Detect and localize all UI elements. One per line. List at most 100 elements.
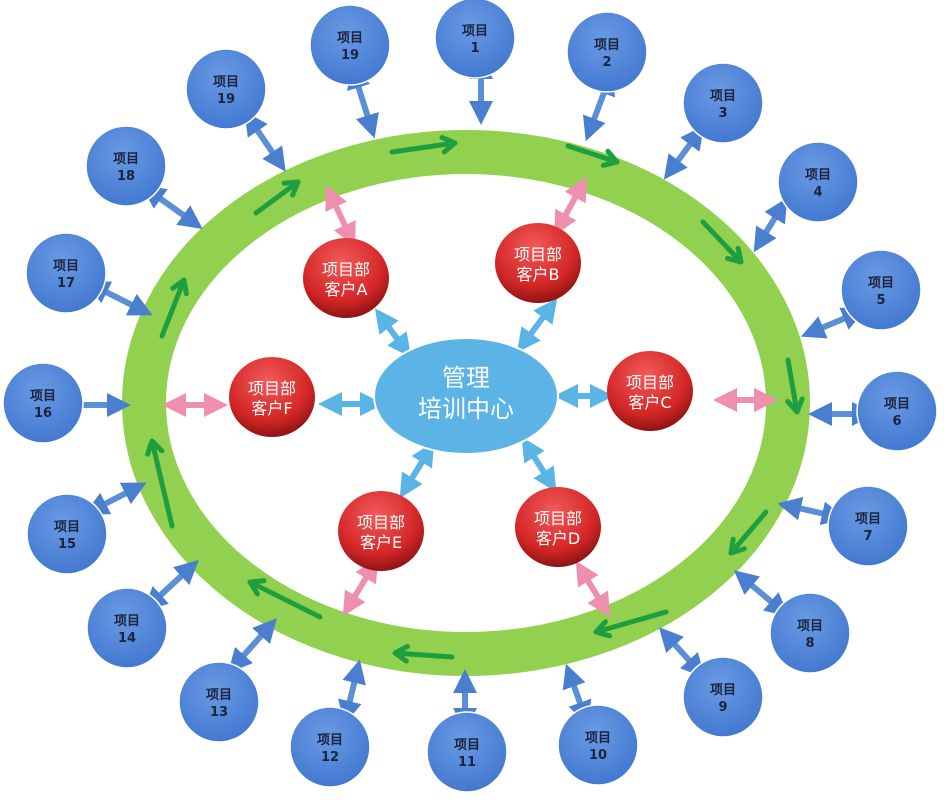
client-line1: 项目部 <box>514 245 562 264</box>
project-number: 14 <box>118 631 136 646</box>
client-line1: 项目部 <box>534 509 582 528</box>
ring-flow-arrow <box>700 219 744 265</box>
project-connector-arrow <box>141 185 203 229</box>
project-node: 项目 14 <box>86 587 168 669</box>
project-label: 项目 <box>585 731 611 746</box>
project-label: 项目 <box>317 733 343 748</box>
project-label: 项目 <box>54 520 80 535</box>
project-connector-arrow <box>228 618 277 673</box>
client-ellipse <box>338 491 424 571</box>
project-circle <box>566 11 648 93</box>
project-node: 项目 11 <box>426 711 508 793</box>
project-connector-arrow <box>663 125 705 180</box>
project-number: 13 <box>210 705 228 720</box>
project-number: 4 <box>813 185 822 200</box>
project-connector-arrow <box>658 627 706 678</box>
project-node: 项目1 <box>434 0 516 79</box>
project-number: 7 <box>863 529 872 544</box>
project-number: 19 <box>341 48 359 63</box>
client-line1: 项目部 <box>357 513 405 532</box>
center-arrow <box>521 436 557 493</box>
project-circle <box>434 0 516 79</box>
project-circle <box>840 249 922 331</box>
project-label: 项目 <box>206 688 232 703</box>
project-circle <box>25 232 107 314</box>
client-ellipse <box>515 487 601 567</box>
project-label: 项目 <box>53 259 79 274</box>
ring-flow-arrow <box>145 438 175 529</box>
client-line1: 项目部 <box>248 379 296 398</box>
project-number: 17 <box>57 276 75 291</box>
project-circle <box>178 661 260 743</box>
project-number: 19 <box>217 92 235 107</box>
ring-flow-arrow <box>565 143 620 168</box>
project-node: 项目6 <box>856 370 938 452</box>
project-node: 项目9 <box>682 656 764 738</box>
ring-flow-arrow <box>392 644 455 664</box>
project-number: 15 <box>58 537 76 552</box>
client-ellipse <box>229 357 315 437</box>
project-number: 10 <box>589 748 607 763</box>
project-connector-arrow <box>753 197 788 253</box>
project-number: 12 <box>321 750 339 765</box>
client-line2: 客户D <box>536 529 580 548</box>
client-line2: 客户B <box>517 265 560 284</box>
project-label: 项目 <box>594 38 620 53</box>
project-node: 项目 18 <box>85 125 167 207</box>
center-title-line2: 培训中心 <box>418 395 514 423</box>
project-circle <box>682 656 764 738</box>
client-line2: 客户A <box>325 280 368 299</box>
project-circle <box>26 493 108 575</box>
project-circle <box>309 4 391 86</box>
project-label: 项目 <box>855 512 881 527</box>
project-number: 6 <box>892 414 901 429</box>
ring-flow-arrow <box>728 509 769 556</box>
project-label: 项目 <box>454 738 480 753</box>
ring-flow-arrow <box>593 609 669 639</box>
center-arrow <box>516 298 558 353</box>
client-ring-arrow <box>342 557 379 617</box>
client-line2: 客户E <box>360 533 402 552</box>
project-label: 项目 <box>710 683 736 698</box>
project-node: 项目4 <box>777 141 859 223</box>
client-line1: 项目部 <box>322 260 370 279</box>
project-label: 项目 <box>113 152 139 167</box>
client-ring-arrow <box>325 185 356 247</box>
project-number: 16 <box>34 406 52 421</box>
project-circle <box>827 485 909 567</box>
project-label: 项目 <box>797 619 823 634</box>
project-connector-arrow <box>143 559 199 612</box>
project-node: 项目 12 <box>289 706 371 788</box>
project-number: 11 <box>458 755 476 770</box>
project-number: 18 <box>117 169 135 184</box>
project-label: 项目 <box>710 89 736 104</box>
client-ring-arrow <box>575 560 611 618</box>
center-connectors <box>318 298 614 499</box>
project-number: 5 <box>876 293 885 308</box>
center-node: 管理 培训中心 <box>373 337 559 455</box>
project-connector-arrow <box>338 659 366 725</box>
project-node: 项目8 <box>769 592 851 674</box>
client-connectors <box>162 176 778 618</box>
project-connector-arrow <box>244 111 286 172</box>
client-ellipse <box>495 223 581 303</box>
ring-flow-arrow <box>253 179 301 216</box>
project-label: 项目 <box>114 614 140 629</box>
project-node: 项目 7 <box>827 485 909 567</box>
project-circle <box>85 125 167 207</box>
project-label: 项目 <box>462 24 488 39</box>
project-connector-arrow <box>84 482 147 515</box>
project-connector-arrow <box>562 663 592 726</box>
project-connector-arrow <box>85 281 153 316</box>
project-connector-arrow <box>777 496 846 526</box>
project-node: 项目5 <box>840 249 922 331</box>
project-circle <box>2 362 84 444</box>
project-connector-arrow <box>733 570 790 617</box>
client-line1: 项目部 <box>626 373 674 392</box>
